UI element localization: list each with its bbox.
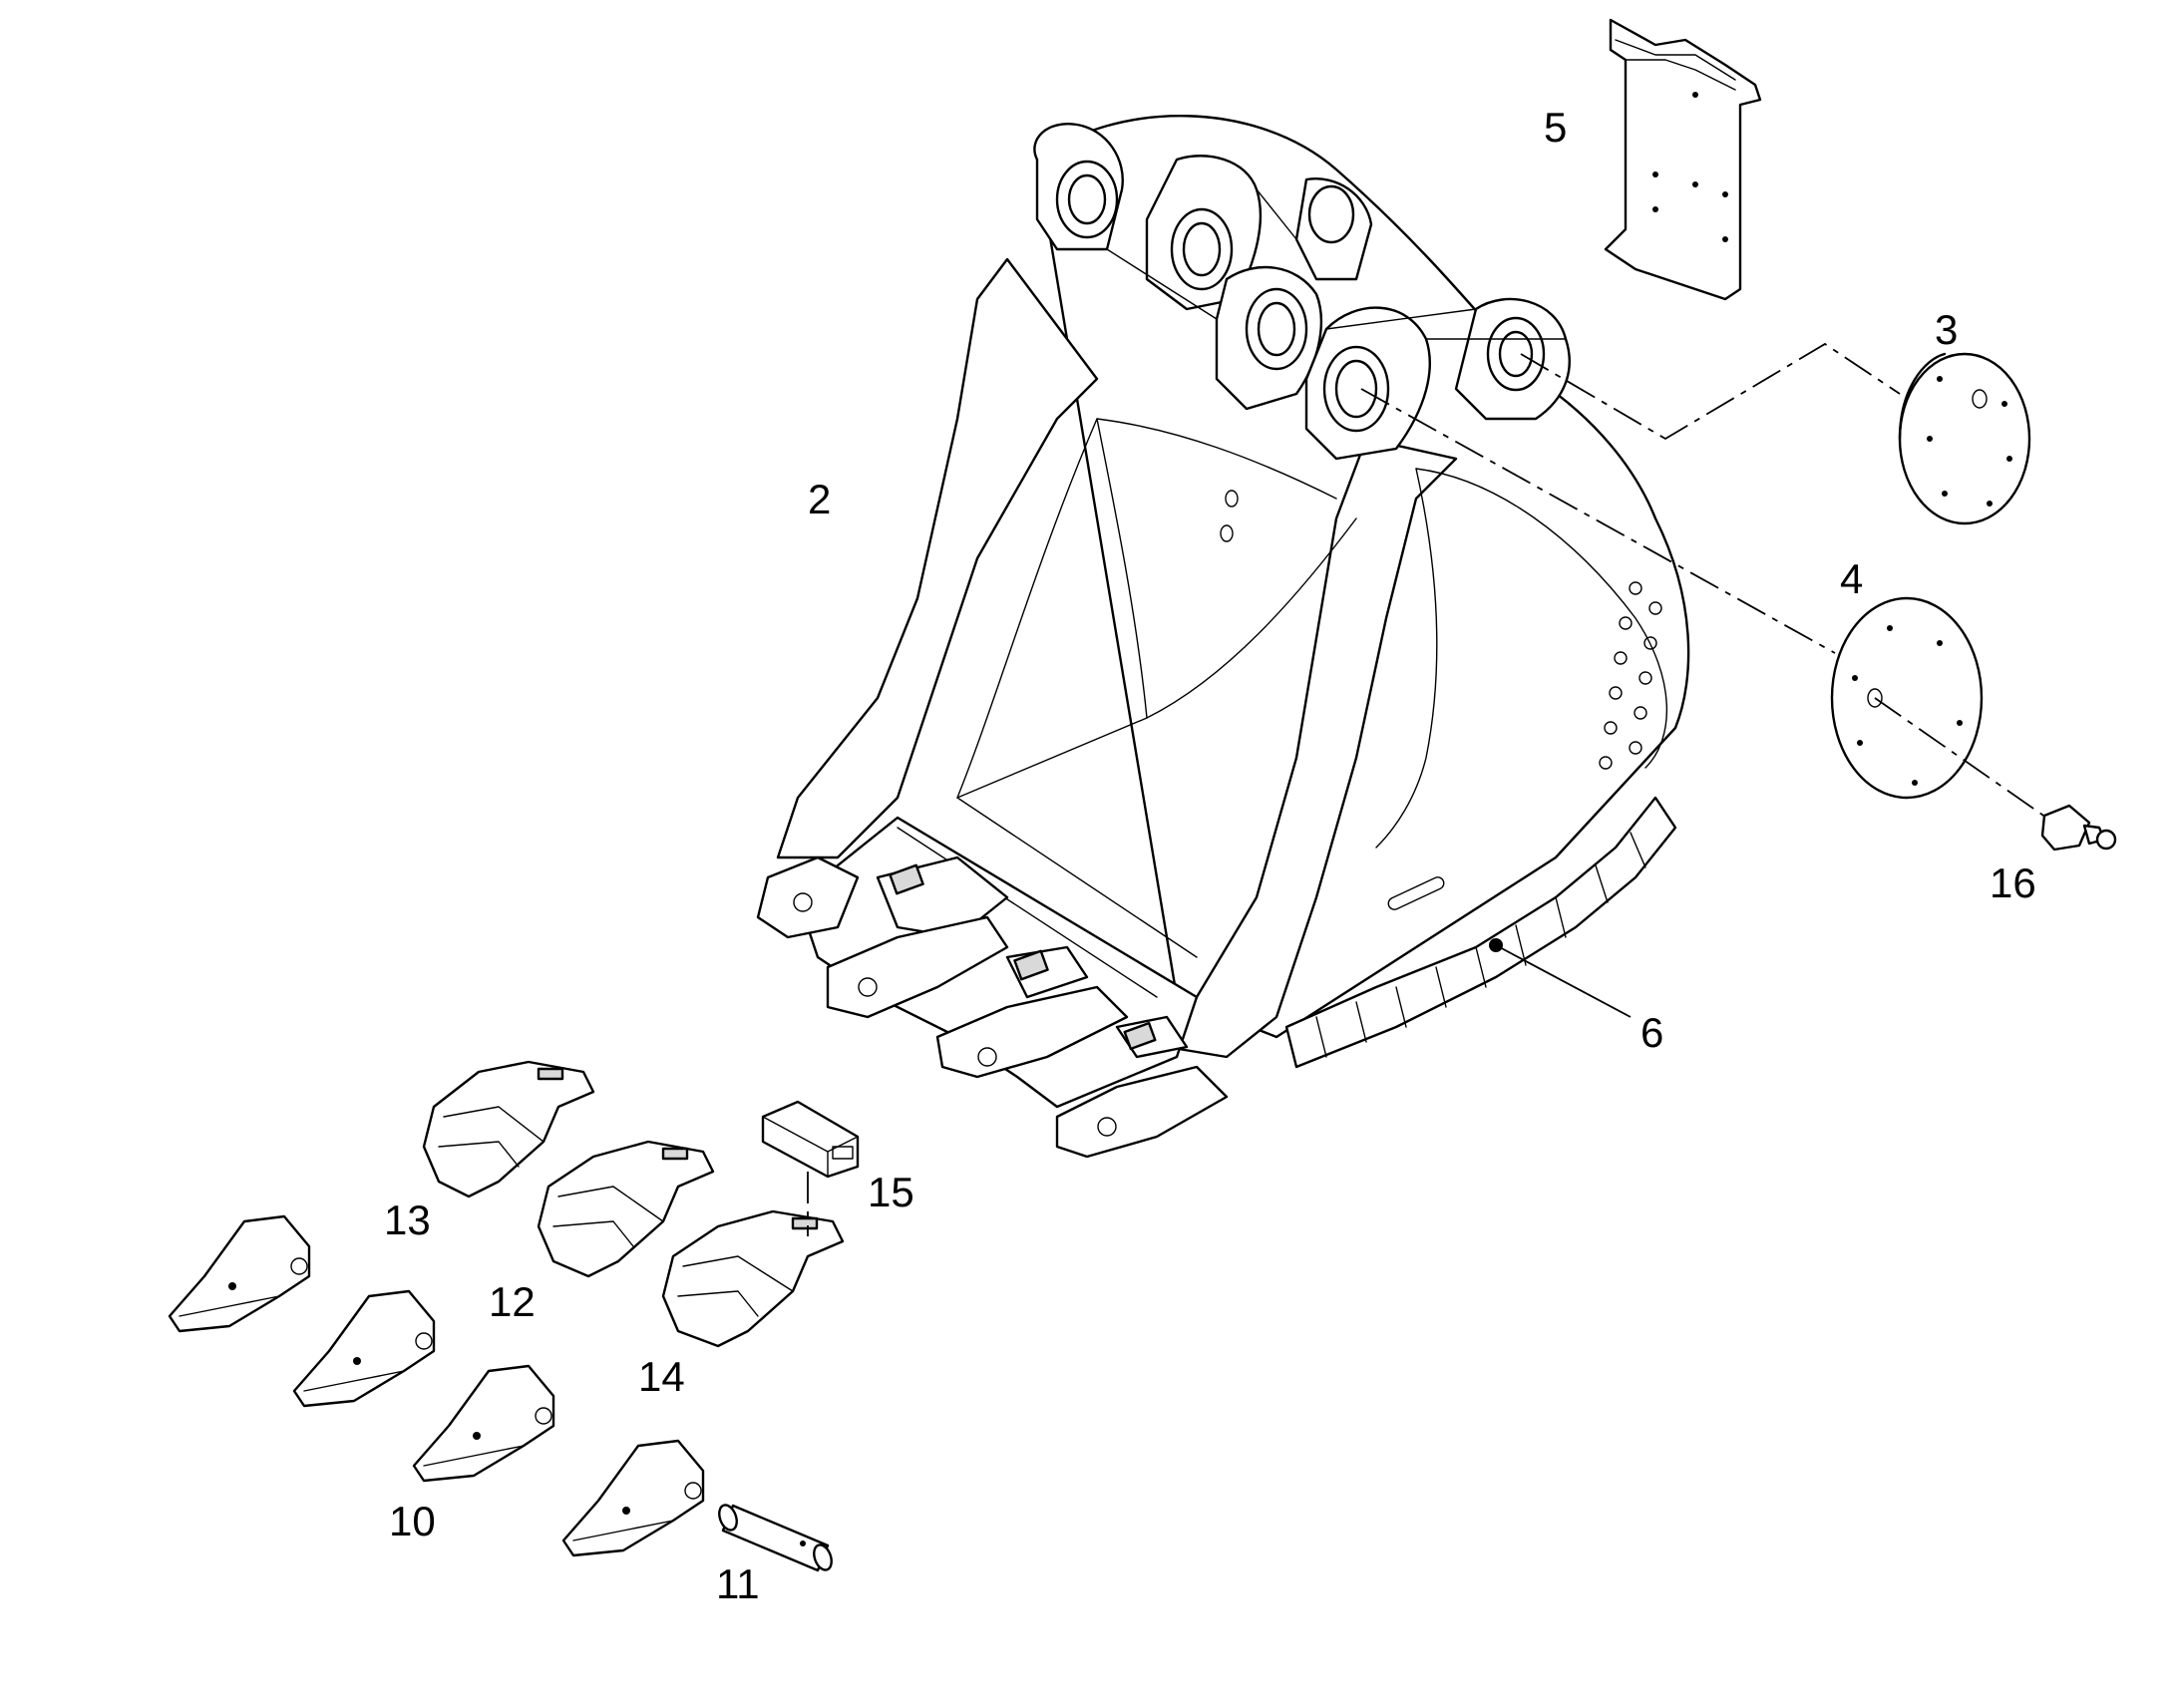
callout-13: 13 — [384, 1196, 431, 1243]
callout-16: 16 — [1990, 859, 2036, 906]
callout-4: 4 — [1840, 555, 1863, 602]
callout-6: 6 — [1640, 1009, 1663, 1056]
wear-plate[interactable] — [1604, 18, 1762, 301]
side-wear-strip[interactable] — [1284, 796, 1677, 1069]
callout-2: 2 — [808, 476, 831, 522]
tooth-tip-b[interactable] — [292, 1289, 436, 1408]
grease-nipple[interactable] — [2040, 804, 2117, 852]
cover-plate-3[interactable] — [1898, 352, 2031, 525]
bucket-body[interactable] — [756, 114, 1690, 1159]
callout-11: 11 — [716, 1560, 760, 1607]
retaining-pin[interactable] — [716, 1503, 835, 1572]
tooth-tip-c[interactable] — [412, 1364, 555, 1483]
lock[interactable] — [761, 1100, 860, 1179]
cover-plate-4[interactable] — [1830, 596, 1984, 800]
callout-14: 14 — [638, 1353, 685, 1400]
adapter-12[interactable] — [537, 1140, 715, 1278]
callout-12: 12 — [489, 1278, 536, 1325]
adapter-13[interactable] — [422, 1060, 595, 1198]
callout-3: 3 — [1935, 306, 1958, 353]
callout-5: 5 — [1544, 104, 1567, 151]
leader-lines — [807, 342, 2050, 1236]
tooth-tip-a[interactable] — [168, 1214, 311, 1333]
adapter-14[interactable] — [661, 1209, 845, 1348]
callout-labels: 2 3 4 5 6 10 11 12 13 14 15 16 — [384, 104, 2036, 1607]
callout-15: 15 — [868, 1169, 914, 1215]
callout-10: 10 — [389, 1498, 436, 1544]
tooth-tip-d[interactable] — [561, 1439, 705, 1557]
